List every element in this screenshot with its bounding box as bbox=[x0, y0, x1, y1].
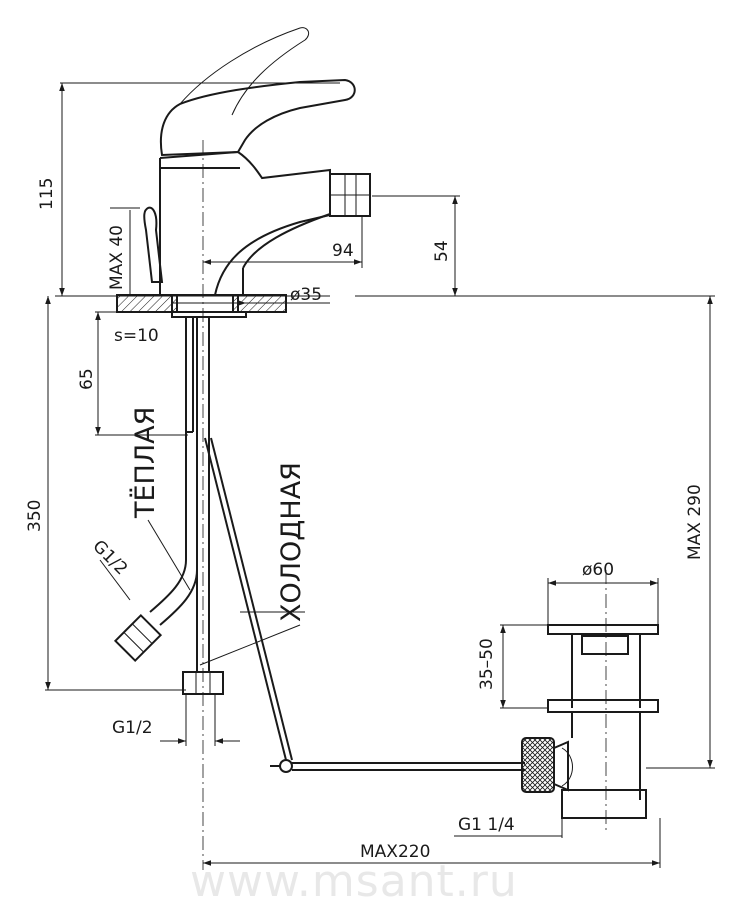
faucet bbox=[113, 27, 371, 695]
mounting-plate-left bbox=[116, 294, 178, 313]
dim-max220-label: MAX220 bbox=[360, 842, 430, 862]
cartridge-cap bbox=[159, 150, 331, 205]
lift-rod bbox=[204, 437, 287, 761]
dimension-lines bbox=[45, 82, 715, 868]
plug-cap bbox=[547, 624, 659, 635]
warm-water-label: ТЁПЛАЯ bbox=[129, 407, 161, 519]
dim-115-label: 115 bbox=[37, 178, 57, 210]
counter-plate bbox=[171, 311, 247, 318]
drain-body-bottom bbox=[561, 789, 647, 819]
flange bbox=[547, 699, 659, 713]
faucet-body bbox=[159, 158, 244, 295]
knurled-nut bbox=[521, 737, 555, 793]
dim-54-label: 54 bbox=[432, 240, 452, 262]
drain-assembly bbox=[204, 437, 659, 819]
dim-350-label: 350 bbox=[25, 500, 45, 532]
dim-diam60-label: ø60 bbox=[582, 560, 614, 580]
dim-max290-label: MAX 290 bbox=[685, 484, 705, 560]
lift-rod-knob bbox=[143, 206, 164, 283]
plug-window bbox=[581, 635, 629, 655]
dim-g12-bottom-label: G1/2 bbox=[112, 718, 153, 738]
warm-hose bbox=[149, 432, 187, 613]
dim-max40-label: MAX 40 bbox=[107, 225, 127, 290]
spout-lower bbox=[214, 205, 331, 296]
lever-raised-outline bbox=[179, 27, 310, 116]
dim-diam35-label: ø35 bbox=[290, 285, 322, 305]
dim-s10-label: s=10 bbox=[114, 326, 159, 346]
dim-35-50-label: 35–50 bbox=[477, 638, 497, 690]
lever-handle bbox=[160, 78, 356, 157]
dim-65-label: 65 bbox=[77, 368, 97, 390]
cold-water-label: ХОЛОДНАЯ bbox=[276, 462, 307, 622]
dim-94-label: 94 bbox=[332, 241, 354, 261]
dim-g1-14-label: G1 1/4 bbox=[458, 815, 515, 835]
rod-joint bbox=[279, 759, 293, 773]
warm-inlet-fitting bbox=[113, 613, 163, 663]
cold-inlet-fitting bbox=[182, 671, 224, 695]
